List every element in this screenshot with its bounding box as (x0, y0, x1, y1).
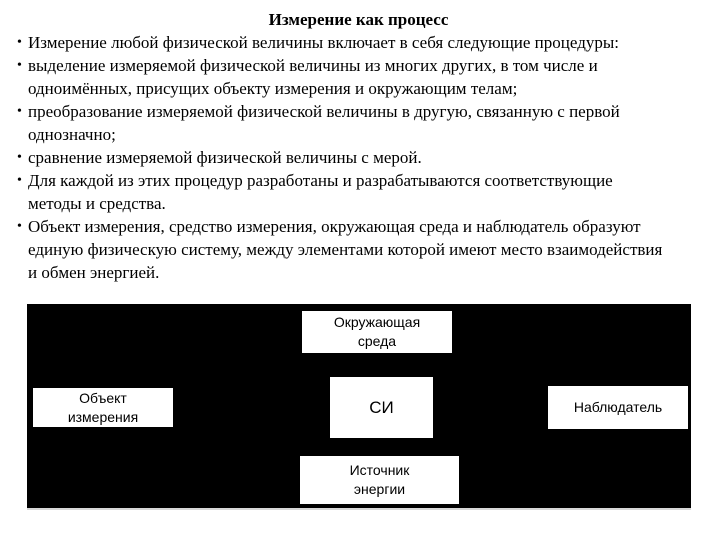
bullet-item-2: • выделение измеряемой физической величи… (5, 54, 712, 100)
bullet-text: выделение измеряемой физической величины… (28, 56, 598, 98)
bullet-text: Измерение любой физической величины вклю… (28, 33, 619, 52)
bullet-marker: • (17, 173, 22, 188)
node-energy-source: Источник энергии (299, 455, 460, 505)
bullet-text: преобразование измеряемой физической вел… (28, 102, 620, 144)
bullet-item-4: • сравнение измеряемой физической величи… (5, 146, 712, 169)
slide-text-block: Измерение как процесс • Измерение любой … (5, 8, 712, 284)
bullet-text: Объект измерения, средство измерения, ок… (28, 217, 663, 282)
bullet-item-5: • Для каждой из этих процедур разработан… (5, 169, 712, 215)
bullet-text: сравнение измеряемой физической величины… (28, 148, 422, 167)
node-environment: Окружающая среда (301, 310, 453, 354)
bullet-marker: • (17, 58, 22, 73)
bullet-item-1: • Измерение любой физической величины вк… (5, 31, 712, 54)
bullet-marker: • (17, 150, 22, 165)
measurement-system-diagram: Окружающая среда Объект измерения СИ Наб… (27, 304, 691, 510)
bullet-marker: • (17, 219, 22, 234)
node-observer: Наблюдатель (547, 385, 689, 430)
bullet-item-3: • преобразование измеряемой физической в… (5, 100, 712, 146)
slide-title: Измерение как процесс (268, 10, 449, 29)
node-measuring-instrument: СИ (329, 376, 434, 439)
node-object-of-measurement: Объект измерения (32, 387, 174, 428)
bullet-marker: • (17, 35, 22, 50)
bullet-text: Для каждой из этих процедур разработаны … (28, 171, 613, 213)
bullet-item-6: • Объект измерения, средство измерения, … (5, 215, 712, 284)
bullet-marker: • (17, 104, 22, 119)
